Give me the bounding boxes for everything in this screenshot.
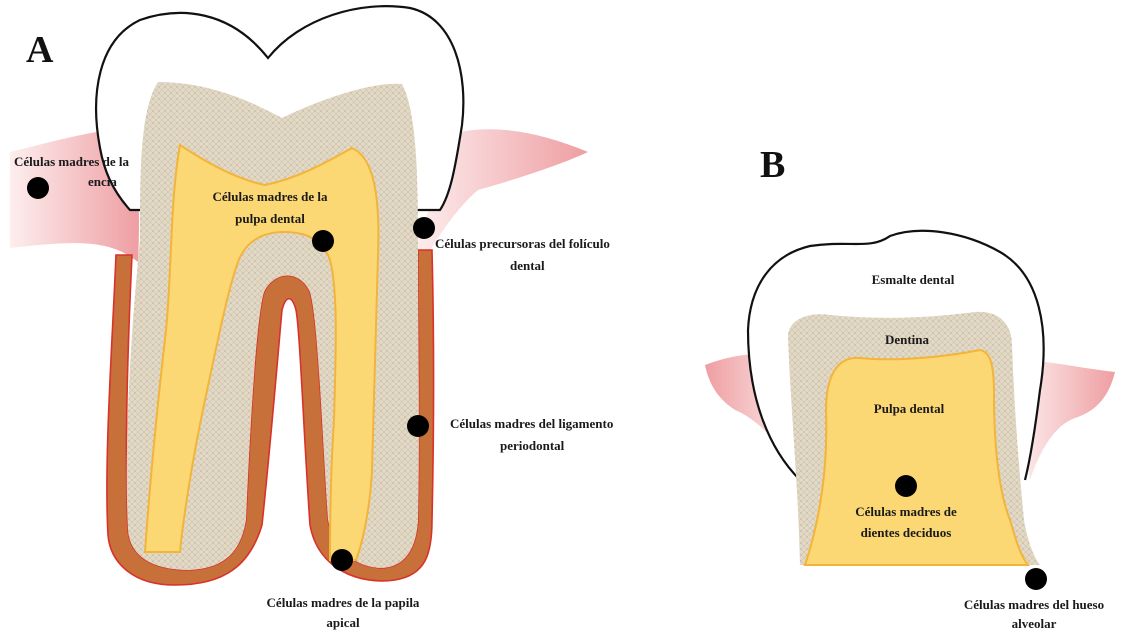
label-deciduous-2: dientes deciduos — [861, 525, 952, 540]
label-papilla-1: Células madres de la papila — [267, 595, 420, 610]
label-pulp-2: pulpa dental — [235, 211, 305, 226]
label-follicle-2: dental — [510, 258, 545, 273]
label-gingiva-2: encia — [88, 174, 117, 189]
panel-b-label: B — [760, 144, 785, 186]
label-follicle-1: Células precursoras del folículo — [435, 236, 610, 251]
panel-a: A Células madres de la encia Células mad… — [10, 6, 613, 630]
marker-deciduous — [895, 475, 917, 497]
marker-gingiva — [27, 177, 49, 199]
label-enamel: Esmalte dental — [872, 272, 955, 287]
marker-ligament — [407, 415, 429, 437]
marker-papilla — [331, 549, 353, 571]
label-dentin: Dentina — [885, 332, 930, 347]
label-pulp-b: Pulpa dental — [874, 401, 945, 416]
label-deciduous-1: Células madres de — [855, 504, 957, 519]
label-pulp-1: Células madres de la — [213, 189, 328, 204]
marker-pulp — [312, 230, 334, 252]
label-bone-2: alveolar — [1012, 616, 1057, 631]
marker-bone — [1025, 568, 1047, 590]
label-bone-1: Células madres del hueso — [964, 597, 1104, 612]
label-ligament-2: periodontal — [500, 438, 565, 453]
label-gingiva-1: Células madres de la — [14, 154, 129, 169]
panel-b: B Esmalte dental Dentina Pulpa dental Cé… — [705, 144, 1115, 631]
label-ligament-1: Células madres del ligamento — [450, 416, 613, 431]
label-papilla-2: apical — [326, 615, 360, 630]
panel-a-label: A — [26, 29, 54, 71]
marker-follicle — [413, 217, 435, 239]
